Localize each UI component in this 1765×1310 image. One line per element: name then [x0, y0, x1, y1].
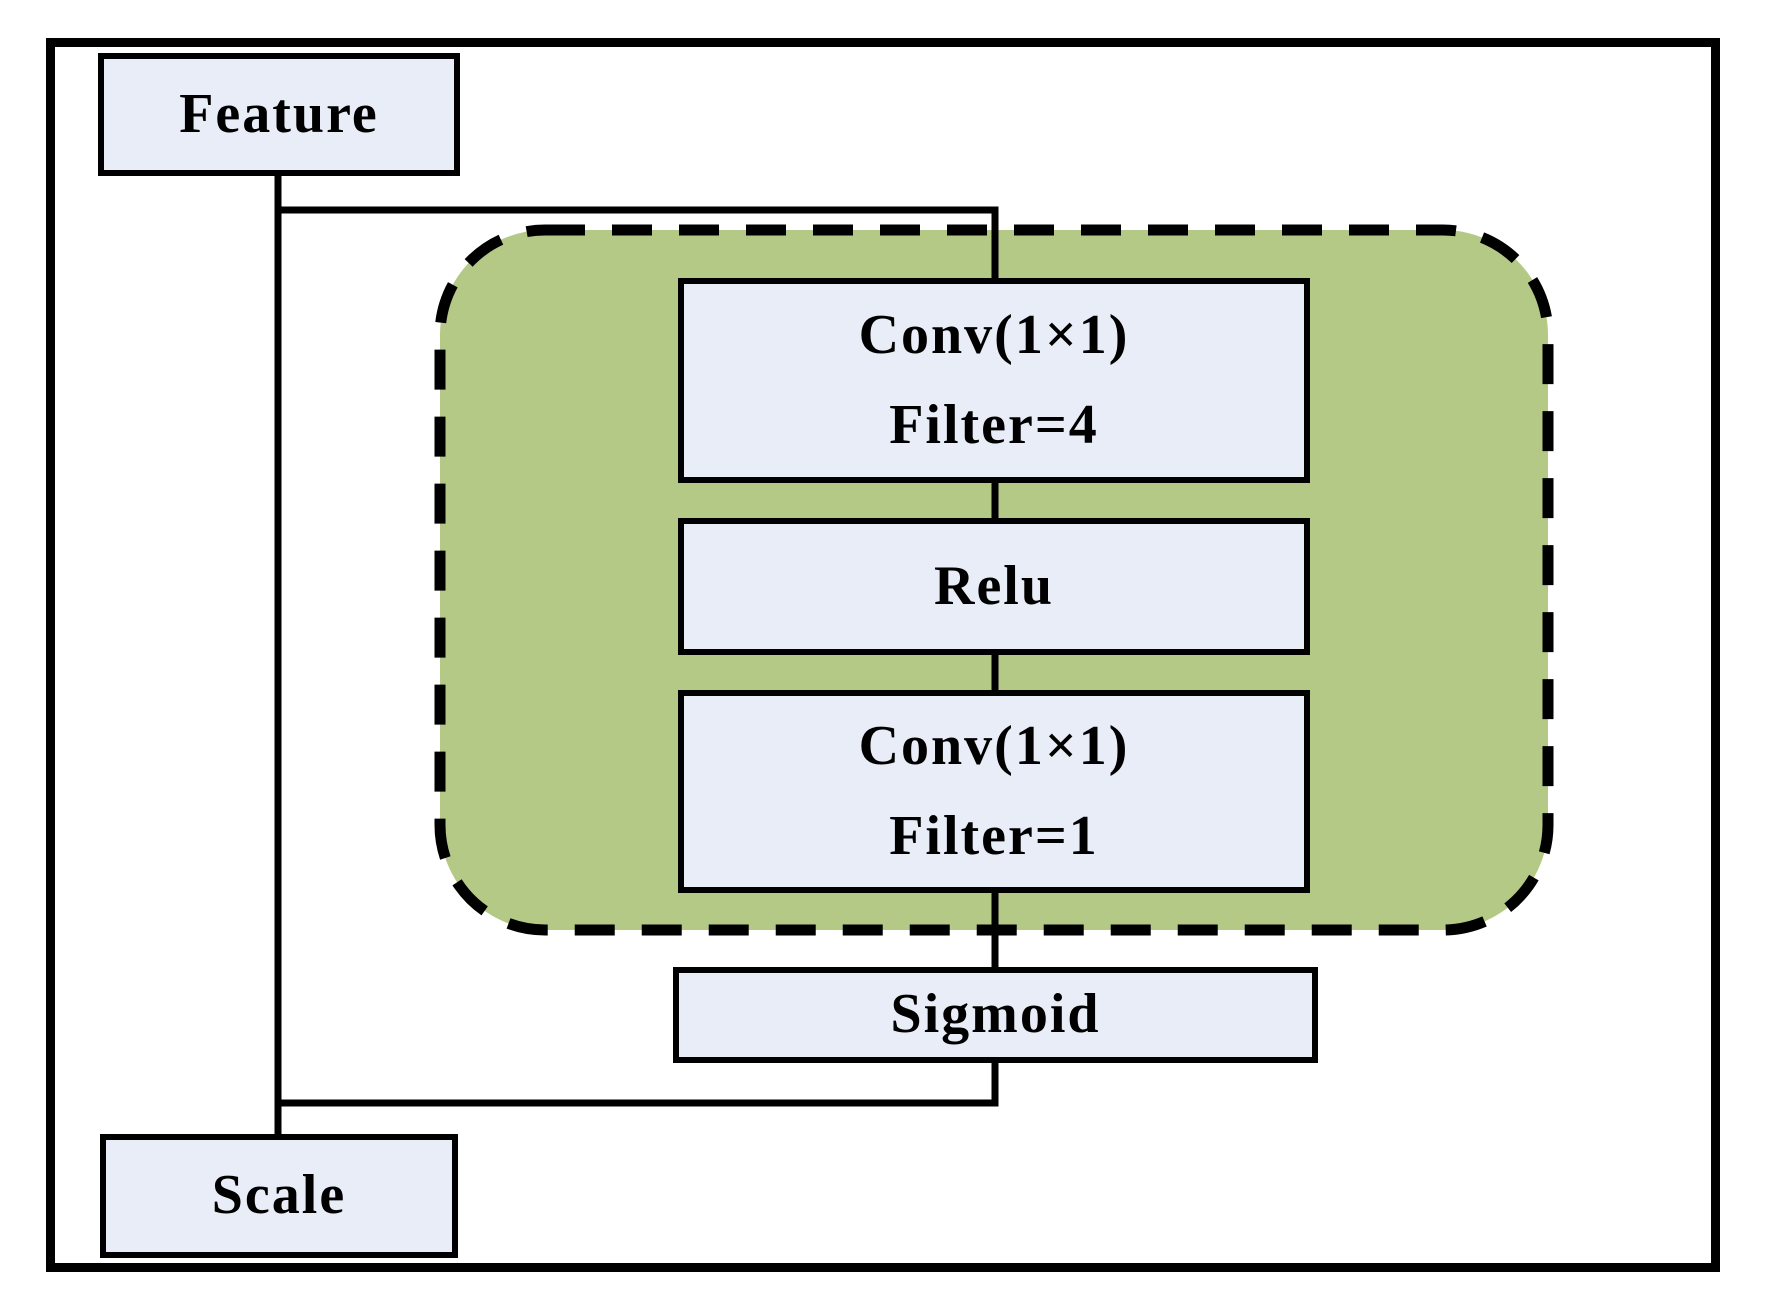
node-feature: Feature [98, 53, 460, 176]
node-sigmoid: Sigmoid [673, 967, 1318, 1063]
node-scale-label: Scale [211, 1164, 347, 1227]
node-conv-filter1-line2: Filter=1 [889, 804, 1099, 867]
diagram-outer-frame [46, 38, 1720, 1272]
node-conv-filter4-line1: Conv(1×1) [858, 303, 1130, 366]
node-relu: Relu [678, 518, 1310, 655]
node-conv-filter4-line2: Filter=4 [889, 393, 1099, 456]
node-conv-filter1-line1: Conv(1×1) [858, 714, 1130, 777]
node-conv-filter4: Conv(1×1) Filter=4 [678, 278, 1310, 483]
node-scale: Scale [100, 1134, 458, 1258]
node-sigmoid-label: Sigmoid [890, 983, 1101, 1046]
node-conv-filter1: Conv(1×1) Filter=1 [678, 690, 1310, 893]
node-feature-label: Feature [179, 82, 379, 145]
connector-lines [274, 172, 999, 1138]
node-relu-label: Relu [934, 554, 1054, 617]
